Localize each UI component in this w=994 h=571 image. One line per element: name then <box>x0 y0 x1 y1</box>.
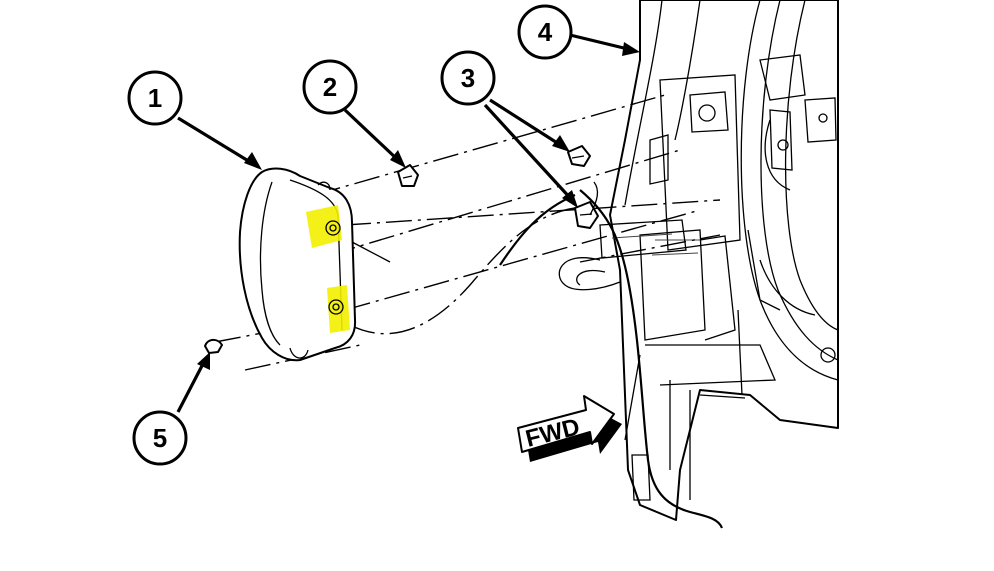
callout-3-label: 3 <box>461 63 475 93</box>
electrical-connector-parts <box>567 145 599 229</box>
upper-highlight-zone <box>306 205 342 248</box>
callout-4: 4 <box>517 4 573 60</box>
callout-1-label: 1 <box>148 83 162 113</box>
vehicle-body-panel <box>558 0 839 521</box>
callout-1: 1 <box>127 70 183 126</box>
retaining-clip-part <box>397 164 419 187</box>
callout-2-label: 2 <box>323 72 337 102</box>
small-clip-part <box>204 338 223 354</box>
forward-direction-arrow: FWD <box>517 395 622 462</box>
trim-bezel-part <box>238 167 391 362</box>
callout-4-label: 4 <box>538 17 553 47</box>
leader-lines <box>176 33 640 413</box>
callout-2: 2 <box>302 59 358 115</box>
callout-5-label: 5 <box>153 423 167 453</box>
callout-5: 5 <box>132 410 188 466</box>
callout-3: 3 <box>440 50 496 106</box>
